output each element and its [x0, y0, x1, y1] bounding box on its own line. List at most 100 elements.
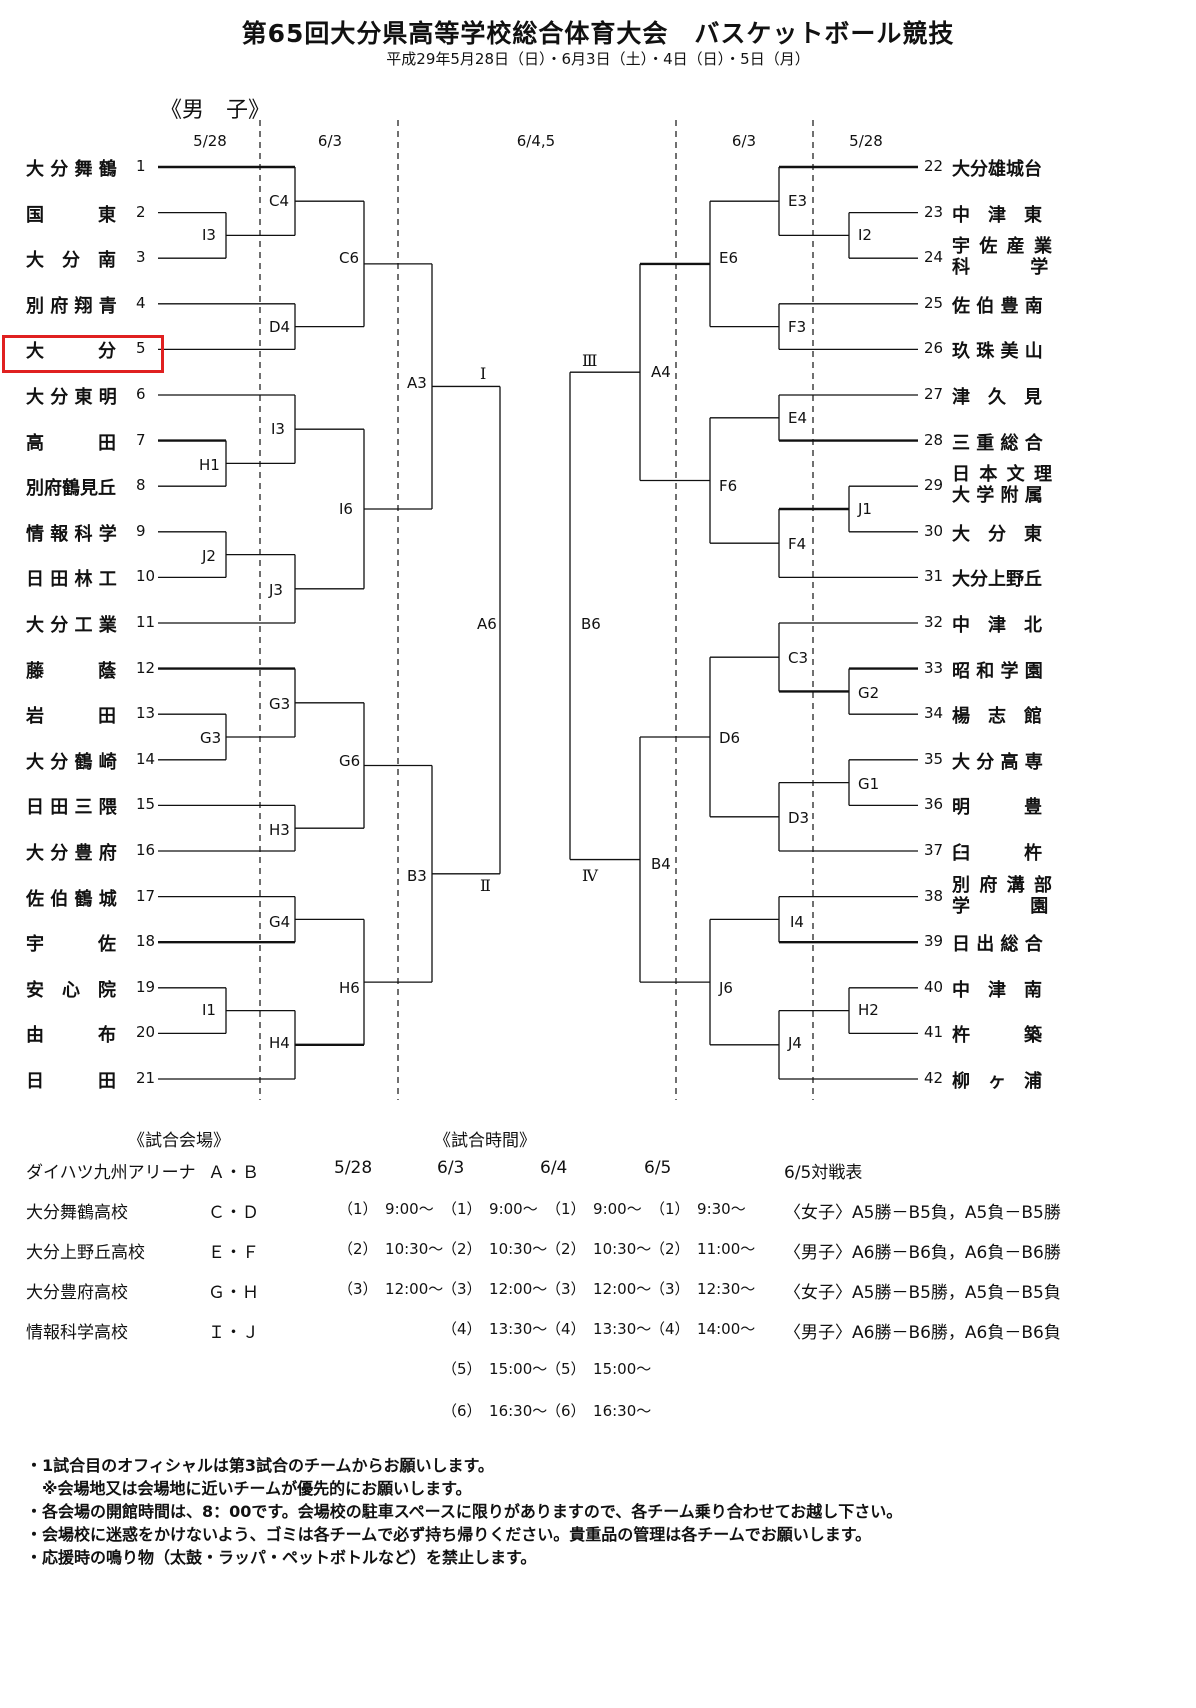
venue-courts: Ｇ・Ｈ [208, 1283, 259, 1303]
right-team-name: 大 分 東 [952, 523, 1042, 545]
left-team-seed: 13 [136, 704, 156, 723]
game-label: C4 [268, 192, 291, 210]
right-team-seed: 36 [924, 795, 944, 814]
right-team-name: 杵 築 [952, 1025, 1042, 1047]
right-team-seed: 29 [924, 476, 944, 495]
game-label: J1 [857, 500, 873, 518]
time-slot: （3） 12:00～ [442, 1280, 548, 1298]
left-team-name: 大 分 鶴 崎 [26, 751, 117, 773]
time-date: 6/5 [644, 1158, 672, 1178]
time-slot: （3） 12:30～ [650, 1280, 756, 1298]
venue-name: ダイハツ九州アリーナ [26, 1163, 196, 1183]
game-label: D4 [268, 318, 292, 336]
semifinal-mark-2: Ⅱ [480, 876, 491, 895]
time-slot: （3） 12:00～ [338, 1280, 444, 1298]
left-team-name: 大 分 [26, 341, 116, 363]
game-label: H1 [198, 456, 221, 474]
right-team-seed: 31 [924, 567, 944, 586]
left-team-name: 日 田 三 隈 [26, 797, 117, 819]
game-label: I6 [338, 500, 354, 518]
right-team-name: 三 重 総 合 [952, 432, 1043, 454]
left-team-name: 大 分 豊 府 [26, 843, 117, 864]
left-team-name: 安 心 院 [26, 979, 116, 1001]
left-team-name: 岩 田 [26, 706, 116, 728]
round-date-left-1: 5/28 [193, 132, 227, 150]
right-team-seed: 32 [924, 613, 944, 631]
game-label: J2 [201, 547, 217, 565]
game-label: B3 [406, 867, 428, 885]
right-team-seed: 41 [924, 1023, 944, 1042]
venue-name: 大分豊府高校 [26, 1283, 128, 1303]
left-team-seed: 2 [136, 202, 146, 221]
left-team-seed: 1 [136, 157, 146, 175]
right-team-name: 玖 珠 美 山 [952, 341, 1043, 363]
right-team-seed: 25 [924, 293, 944, 312]
left-team-name: 大 分 東 明 [26, 387, 117, 408]
right-team-name: 宇 佐 産 業 科 学 [952, 236, 1052, 279]
venue-name: 大分舞鶴高校 [26, 1203, 128, 1223]
page-title: 第65回大分県高等学校総合体育大会 バスケットボール競技 [241, 19, 955, 48]
left-team-name: 別 府 翔 青 [26, 295, 117, 317]
right-team-seed: 40 [924, 977, 944, 996]
venue-courts: Ｃ・Ｄ [208, 1203, 259, 1223]
time-slot: （1） 9:00～ [338, 1200, 434, 1218]
round-date-right-2: 6/3 [731, 132, 757, 150]
right-team-name: 日 本 文 理 大 学 附 属 [952, 464, 1052, 507]
venue-heading: 《試合会場》 [128, 1131, 230, 1151]
left-team-seed: 15 [136, 795, 156, 814]
left-team-seed: 6 [136, 385, 146, 403]
matchup-row: 〈男子〉A6勝－B6勝，A6負－B6負 [784, 1323, 1061, 1343]
right-team-name: 別 府 溝 部 学 園 [952, 874, 1052, 917]
left-team-name: 佐 伯 鶴 城 [26, 888, 117, 910]
left-team-name: 大 分 南 [26, 250, 116, 272]
time-slot: （1） 9:00～ [442, 1200, 538, 1218]
game-label: G4 [268, 913, 292, 931]
right-team-name: 柳 ヶ 浦 [952, 1071, 1042, 1092]
game-label: I2 [857, 226, 873, 244]
left-team-name: 国 東 [26, 204, 116, 226]
right-team-seed: 35 [924, 749, 944, 768]
section-title-boys: 《男 子》 [160, 98, 271, 123]
left-team-seed: 21 [136, 1069, 156, 1087]
right-team-seed: 26 [924, 339, 944, 358]
game-label: D6 [718, 729, 742, 747]
round-date-left-2: 6/3 [317, 132, 343, 150]
right-team-name: 大分上野丘 [952, 569, 1042, 591]
left-team-seed: 16 [136, 841, 156, 859]
game-label: B4 [650, 855, 672, 873]
left-team-seed: 17 [136, 886, 156, 905]
time-slot: （5） 15:00～ [546, 1360, 652, 1378]
matchup-row: 〈男子〉A6勝－B6負，A6負－B6勝 [784, 1243, 1061, 1263]
game-label: F3 [787, 318, 808, 336]
time-date: 6/3 [437, 1158, 465, 1178]
left-team-seed: 3 [136, 248, 146, 267]
left-team-seed: 10 [136, 567, 156, 586]
game-label: I1 [201, 1001, 217, 1019]
time-slot: （2） 11:00～ [650, 1240, 756, 1258]
left-team-seed: 4 [136, 293, 146, 312]
round-date-right-1: 5/28 [849, 132, 883, 150]
time-slot: （2） 10:30～ [546, 1240, 652, 1258]
right-team-name: 中 津 南 [952, 979, 1042, 1001]
game-label: C6 [338, 249, 361, 267]
game-label: A6 [476, 615, 498, 633]
game-label: G3 [199, 729, 223, 747]
game-label: I4 [789, 913, 805, 931]
game-label: D3 [787, 809, 811, 827]
game-label: E6 [718, 249, 740, 267]
page-subtitle: 平成29年5月28日（日）・6月3日（土）・4日（日）・5日（月） [386, 50, 810, 68]
left-team-seed: 12 [136, 658, 156, 677]
time-slot: （3） 12:00～ [546, 1280, 652, 1298]
venue-courts: Ｅ・Ｆ [208, 1243, 259, 1263]
venue-name: 大分上野丘高校 [26, 1243, 145, 1263]
right-team-seed: 39 [924, 932, 944, 951]
game-label: C3 [787, 649, 810, 667]
round-date-center: 6/4,5 [516, 132, 556, 150]
left-team-name: 日 田 [26, 1071, 116, 1092]
game-label: J3 [268, 581, 284, 599]
game-label: A4 [650, 363, 672, 381]
right-team-seed: 22 [924, 157, 944, 175]
left-team-seed: 11 [136, 613, 156, 631]
game-label: J4 [787, 1034, 803, 1052]
right-team-name: 日 出 総 合 [952, 934, 1043, 956]
